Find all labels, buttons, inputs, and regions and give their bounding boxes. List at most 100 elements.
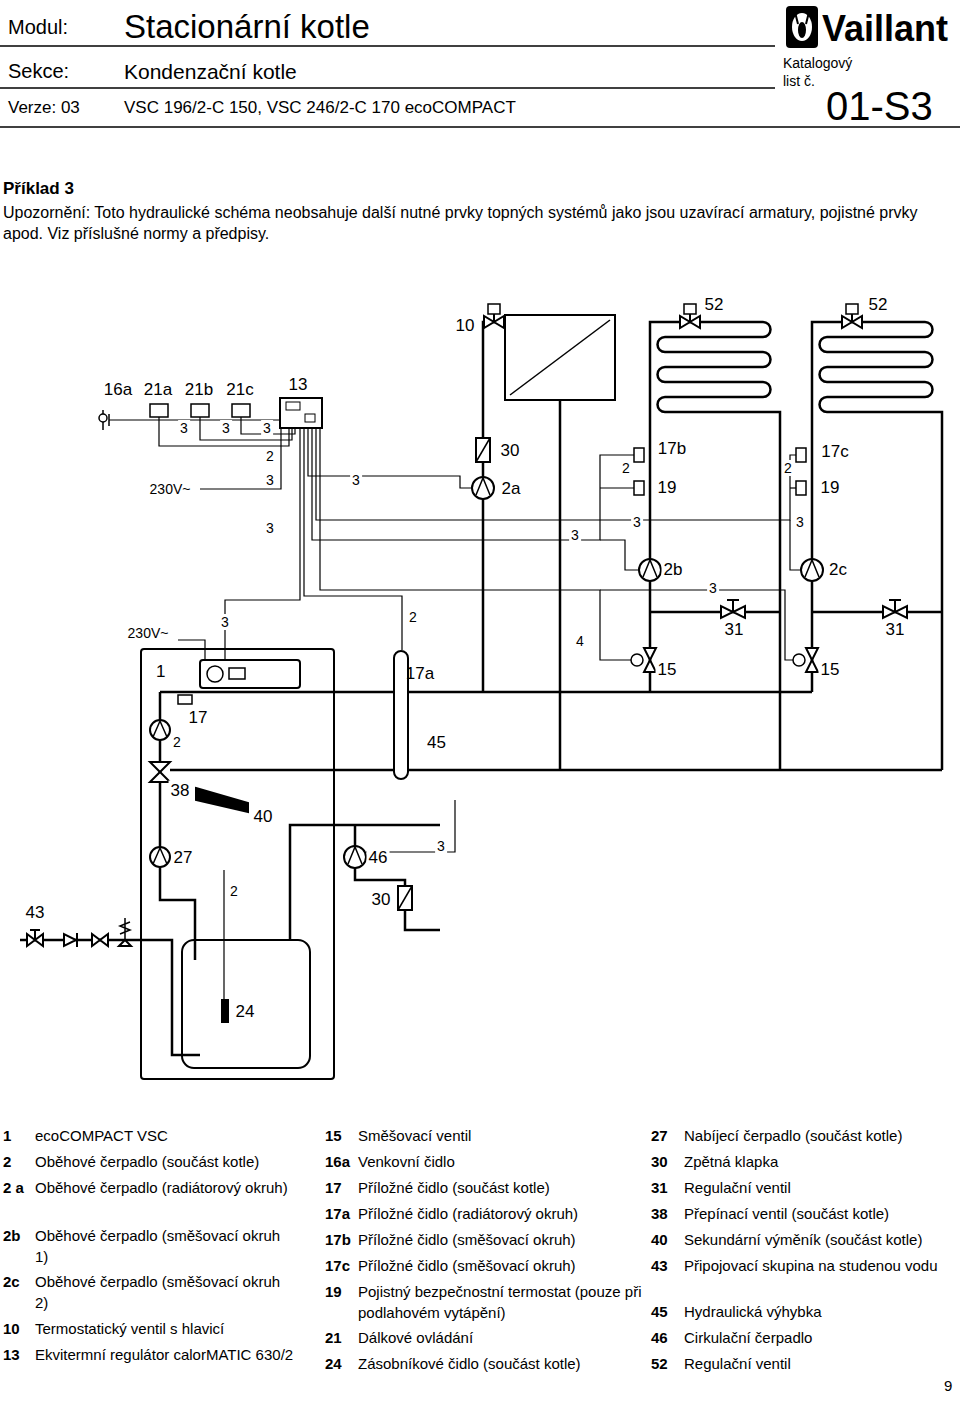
callout-number: 2a [500, 479, 523, 498]
component-symbol [639, 559, 661, 581]
header-text: Katalogový [783, 54, 852, 72]
wire-count: 3 [220, 420, 232, 436]
header-text: Kondenzační kotle [124, 58, 297, 85]
component-symbol [851, 314, 853, 322]
signal-wire [308, 428, 472, 488]
legend-text: Regulační ventil [684, 1177, 954, 1198]
callout-number: 30 [499, 441, 522, 460]
component-symbol [472, 477, 494, 499]
callout-number: 52 [703, 295, 726, 314]
component-symbol [150, 720, 170, 740]
component-symbol [806, 660, 818, 672]
wire-count: 3 [219, 614, 231, 630]
page-number: 9 [944, 1376, 952, 1396]
component-symbol [398, 886, 412, 910]
header-text: list č. [783, 72, 815, 90]
component-symbol [727, 600, 739, 612]
pipe [20, 940, 200, 1055]
component-symbol [846, 304, 858, 314]
component-symbol [690, 316, 700, 328]
voltage-label: 230V~ [126, 625, 171, 641]
signal-wire [223, 870, 224, 1000]
header-rule [0, 126, 960, 128]
legend-text: Oběhové čerpadlo (směšovací okruh 2) [35, 1271, 297, 1313]
pipe [820, 322, 943, 770]
component-symbol [793, 654, 805, 666]
legend-text: Příložné čidlo (součást kotle) [358, 1177, 643, 1198]
legend-text: Sekundární výměník (součást kotle) [684, 1229, 954, 1250]
pipe [650, 611, 780, 614]
wire-count: 3 [264, 472, 276, 488]
callout-number: 17b [656, 439, 688, 458]
signal-wire [225, 428, 300, 660]
pipe-connector [335, 769, 393, 772]
callout-number: 16a [102, 380, 134, 399]
legend-text: Cirkulační čerpadlo [684, 1327, 954, 1348]
component-symbol [286, 402, 300, 410]
signal-wire [600, 590, 793, 660]
callout-number: 15 [819, 660, 842, 679]
component-symbol [64, 934, 76, 946]
logo-icon [786, 6, 818, 48]
header-rule [0, 45, 775, 47]
callout-number: 30 [370, 890, 393, 909]
logo-text: Vaillant [822, 6, 948, 53]
component-symbol [889, 600, 901, 612]
logo-icon [786, 6, 818, 48]
signal-wire [600, 487, 634, 488]
wire-count: 3 [261, 420, 273, 436]
voltage-label: 230V~ [148, 481, 193, 497]
callout-number: 1 [154, 662, 167, 681]
wire-count: 3 [178, 420, 190, 436]
callout-number: 13 [287, 375, 310, 394]
pipe [170, 769, 335, 772]
logo-icon [795, 12, 809, 24]
callout-number: 21c [224, 380, 255, 399]
legend-number: 17 [325, 1177, 342, 1198]
component-symbol [476, 438, 490, 462]
component-symbol [232, 404, 250, 417]
wire-count: 3 [707, 580, 719, 596]
pipe [20, 322, 942, 1055]
component-symbol [27, 304, 907, 1068]
header-text: Verze: 03 [8, 97, 80, 119]
wire-count: 2 [228, 883, 240, 899]
component-symbol [852, 316, 862, 328]
signal-wire [109, 420, 286, 428]
component-symbol [119, 940, 131, 946]
callout-number: 19 [656, 478, 679, 497]
legend-text: Příložné čidlo (směšovací okruh) [358, 1255, 643, 1276]
component-symbol [494, 316, 504, 328]
legend-text: Hydraulická výhybka [684, 1301, 954, 1322]
header-rule [0, 46, 960, 127]
callout-number: 38 [169, 781, 192, 800]
legend-number: 19 [325, 1281, 342, 1302]
component-symbol [35, 934, 43, 946]
component-symbol [100, 934, 108, 946]
component-symbol [229, 668, 245, 679]
pipe [160, 691, 335, 694]
example-heading: Příklad 3 [3, 178, 74, 200]
signal-wire [178, 640, 205, 660]
legend-number: 13 [3, 1344, 20, 1365]
legend-number: 2b [3, 1225, 21, 1246]
note-text: Upozornění: Toto hydraulické schéma neob… [3, 203, 943, 245]
component-symbol [493, 314, 495, 322]
component-symbol [631, 654, 643, 666]
component-symbol [488, 304, 500, 314]
legend-text: Směšovací ventil [358, 1125, 643, 1146]
callout-number: 31 [723, 620, 746, 639]
pipe-connector [335, 691, 393, 694]
callout-number: 10 [454, 316, 477, 335]
component-symbol [801, 559, 823, 581]
component-symbol [634, 481, 644, 495]
legend-number: 52 [651, 1353, 668, 1374]
pipe [483, 322, 505, 692]
wire-count: 4 [574, 633, 586, 649]
legend-number: 31 [651, 1177, 668, 1198]
component-symbol [348, 847, 362, 864]
component-symbol [150, 762, 170, 772]
legend-text: Příložné čidlo (radiátorový okruh) [358, 1203, 643, 1224]
legend-text: Oběhové čerpadlo (směšovací okruh 1) [35, 1225, 297, 1267]
callout-number: 21a [142, 380, 174, 399]
